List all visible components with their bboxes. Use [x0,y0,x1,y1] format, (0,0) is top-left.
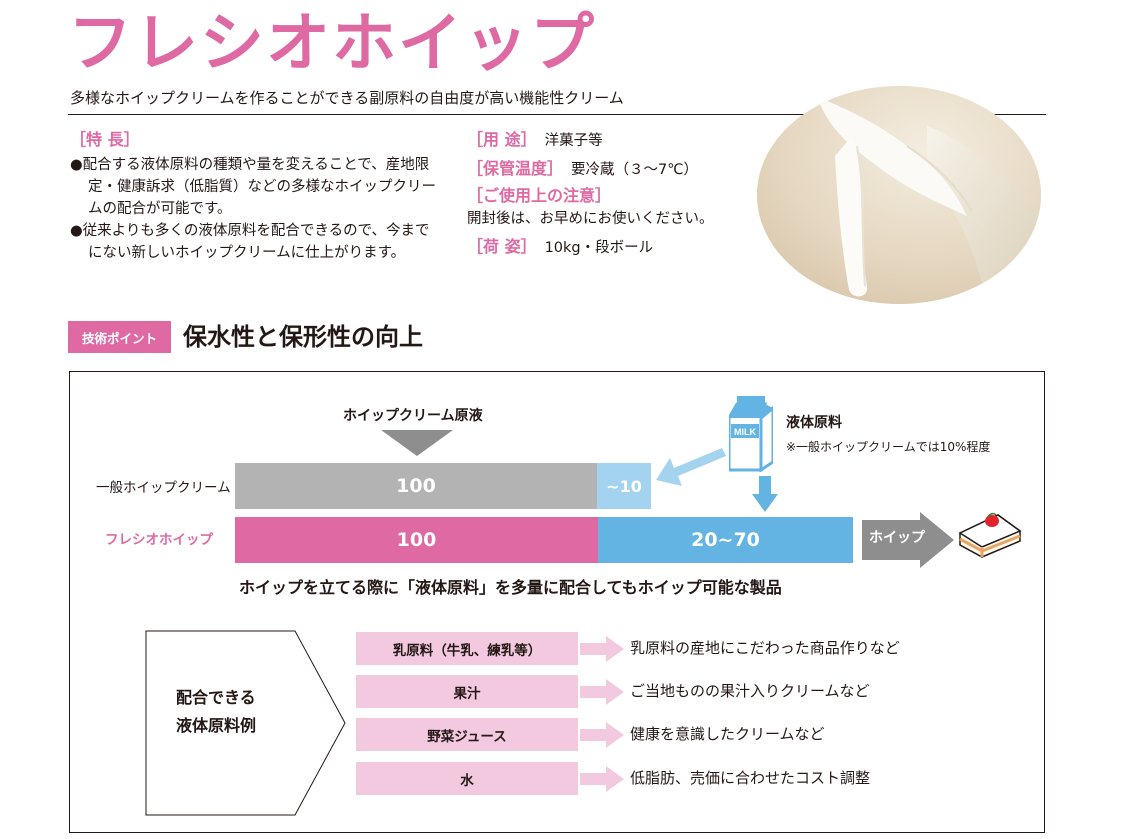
product-title: フレシオホイップ [68,7,596,81]
spec-caution: ［ご使用上の注意］ [467,186,619,207]
examples-title-line1: 配合できる [176,688,256,707]
tech-point-title: 保水性と保形性の向上 [183,323,423,351]
cream-pour-illustration [757,86,1041,304]
examples-title-line2: 液体原料例 [176,716,257,735]
features-heading: ［特 長］ [70,130,140,149]
liquid-material-label: 液体原料 [786,415,842,431]
milk-carton-text: MILK [734,427,756,437]
fresio-base-bar: 100 [235,517,598,563]
spec-usage-value: 洋菓子等 [544,133,603,149]
header-divider [68,114,1046,115]
diagram-box [69,371,1045,833]
spec-caution-label: ［ご使用上の注意］ [467,186,612,205]
spec-usage: ［用 途］ 洋菓子等 [467,130,603,151]
spec-usage-label: ［用 途］ [467,130,537,149]
fresio-label: フレシオホイップ [105,532,213,548]
whip-label: ホイップ [869,530,925,546]
spec-package-value: 10kg・段ボール [544,240,654,256]
cream-base-label: ホイップクリーム原液 [343,408,483,424]
cake-icon [958,512,1022,558]
product-subtitle: 多様なホイップクリームを作ることができる副原料の自由度が高い機能性クリーム [70,89,624,107]
example-arrow-4 [580,766,624,792]
milk-carton-icon: MILK [729,396,773,472]
feature-item-1: ●配合する液体原料の種類や量を変えることで、産地限定・健康訴求（低脂質）などの多… [70,157,436,217]
liquid-material-note: ※一般ホイップクリームでは10%程度 [786,440,991,454]
general-liquid-bar: ~10 [597,463,651,509]
general-liquid-arrow [656,448,726,486]
spec-package-label: ［荷 姿］ [467,237,537,256]
diagram-conclusion: ホイップを立てる際に「液体原料」を多量に配合してもホイップ可能な製品 [239,578,782,597]
example-name-3: 野菜ジュース [356,718,578,751]
example-arrow-2 [580,679,624,705]
tech-point-badge: 技術ポイント [68,321,171,353]
spec-caution-value: 開封後は、お早めにお使いください。 [467,211,714,227]
cream-pour-photo [757,86,1041,304]
example-name-2: 果汁 [356,675,578,708]
feature-item-2: ●従来よりも多くの液体原料を配合できるので、今までにない新しいホイップクリームに… [70,223,430,261]
general-cream-label: 一般ホイップクリーム [96,480,231,496]
example-arrow-1 [580,636,624,662]
fresio-liquid-arrow [752,476,778,512]
spec-storage: ［保管温度］ 要冷蔵（３～7℃） [467,159,698,180]
fresio-liquid-bar: 20~70 [598,517,853,563]
example-name-1: 乳原料（牛乳、練乳等） [356,632,578,665]
spec-storage-value: 要冷蔵（３～7℃） [571,162,699,178]
spec-package: ［荷 姿］ 10kg・段ボール [467,237,653,258]
example-desc-3: 健康を意識したクリームなど [630,725,825,743]
cream-base-down-arrow [381,430,453,456]
whip-arrow [862,512,954,568]
spec-storage-label: ［保管温度］ [467,159,564,178]
example-desc-4: 低脂肪、売価に合わせたコスト調整 [630,769,871,787]
examples-pentagon [145,630,346,816]
general-base-bar: 100 [235,463,597,509]
example-name-4: 水 [356,762,578,795]
example-arrow-3 [580,722,624,748]
example-desc-2: ご当地ものの果汁入りクリームなど [630,682,870,700]
example-desc-1: 乳原料の産地にこだわった商品作りなど [630,639,900,657]
